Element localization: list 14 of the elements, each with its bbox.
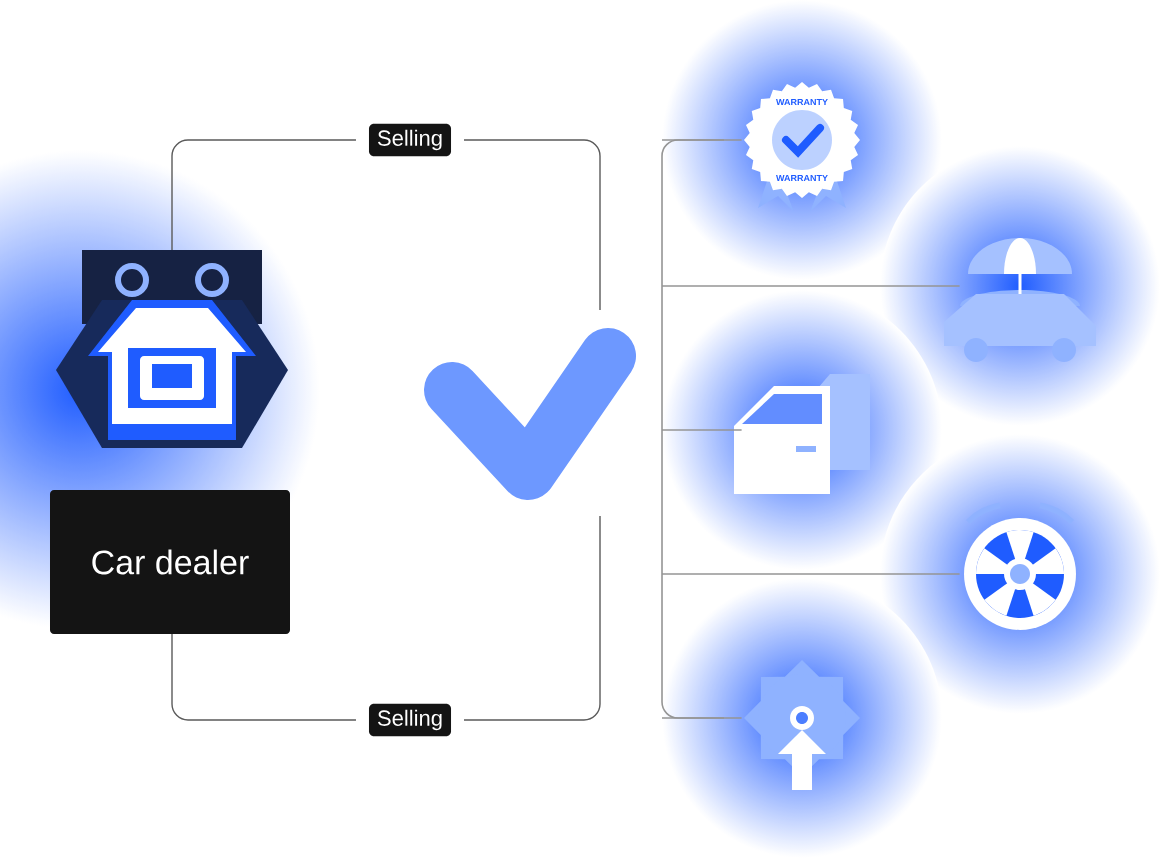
- gear-upgrade-icon: [744, 660, 860, 790]
- tag-label: Selling: [369, 123, 452, 157]
- tag-label: Selling: [369, 703, 452, 737]
- wheel-icon: [964, 502, 1076, 630]
- warranty-badge-icon: [744, 82, 860, 212]
- connector-line: [661, 285, 961, 287]
- car-doors-icon: [734, 374, 870, 494]
- umbrella-car-icon: [944, 238, 1096, 362]
- connector-line: [661, 717, 743, 719]
- connector-line: [661, 573, 961, 575]
- garage-drawing: [56, 250, 288, 448]
- label-box: Car dealer: [50, 490, 290, 634]
- connector-line: [661, 429, 743, 431]
- connector-line: [661, 139, 743, 141]
